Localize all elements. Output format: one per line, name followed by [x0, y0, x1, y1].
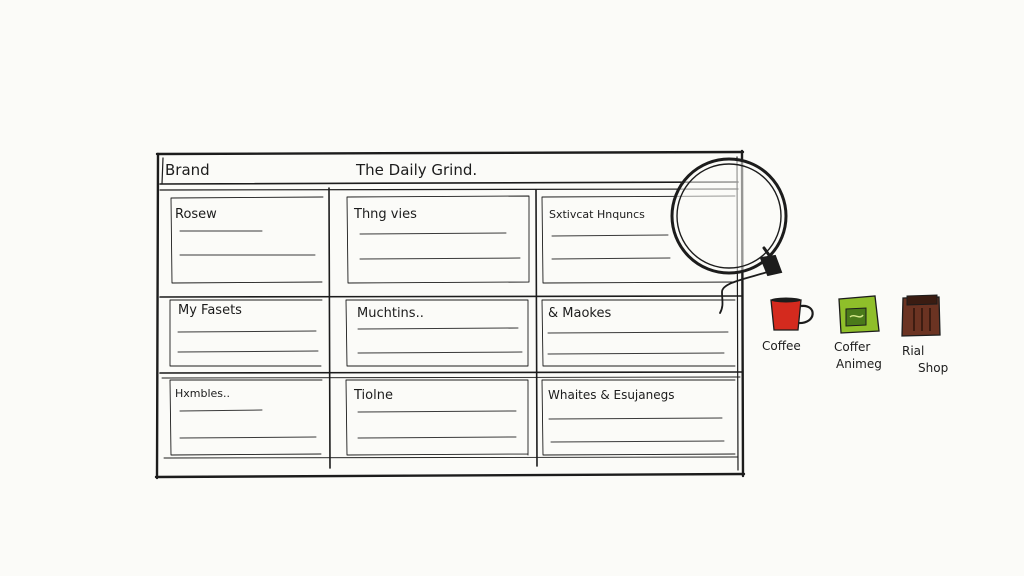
- coffee-mug-icon: [770, 297, 814, 331]
- cell-title-1: Rosew: [175, 207, 217, 222]
- placeholder-lines: [177, 230, 729, 443]
- wireframe-frame: [154, 149, 746, 480]
- cell-title-8: Tiolne: [353, 388, 393, 403]
- brand-label: Brand: [165, 161, 210, 179]
- cell-title-4: My Fasets: [178, 303, 242, 318]
- coffee-box-icon: [838, 295, 880, 334]
- product-label-coffer-animeg: Coffer Animeg: [834, 340, 882, 371]
- cell-title-3: Sxtivcat Hnquncs: [549, 208, 645, 221]
- coffee-machine-icon: [901, 294, 941, 337]
- cell-title-2: Thng vies: [353, 207, 417, 222]
- cell-title-6: & Maokes: [548, 306, 611, 321]
- page-title: The Daily Grind.: [355, 161, 477, 179]
- product-label-coffee: Coffee: [762, 339, 801, 353]
- cell-title-7: Hxmbles..: [175, 387, 230, 400]
- product-label-rial-shop: Rial Shop: [902, 344, 948, 375]
- cell-title-9: Whaites & Esujanegs: [548, 388, 674, 402]
- magnifier-icon: [670, 157, 788, 314]
- cell-title-5: Muchtins..: [357, 306, 424, 321]
